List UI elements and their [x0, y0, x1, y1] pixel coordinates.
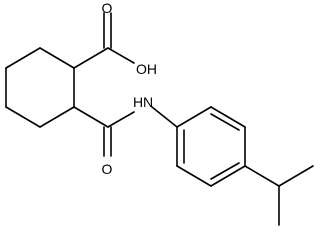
- amide-oxygen-label: O: [102, 161, 113, 177]
- aromatic-bond: [210, 106, 246, 128]
- hydroxyl-label: OH: [136, 61, 157, 77]
- amide-h-label: H: [133, 94, 143, 110]
- amide-n-label: N: [143, 94, 153, 110]
- ring-to-carboxyl-bond: [73, 47, 109, 69]
- aromatic-double-bond: [210, 113, 240, 131]
- benzene-ring: [176, 106, 246, 187]
- amide-group: O H N: [73, 94, 178, 177]
- aromatic-bond: [176, 106, 212, 128]
- ring-bond: [39, 106, 75, 128]
- hydroxyl-bond: [107, 47, 135, 64]
- methyl-bond: [278, 165, 314, 187]
- carbonyl-to-nitrogen-bond: [107, 111, 135, 128]
- ring-bond: [5, 106, 41, 128]
- ring-bond: [39, 47, 75, 69]
- cyclohexane-ring: [5, 47, 75, 128]
- aryl-to-isopropyl-bond: [244, 165, 280, 187]
- carboxylic-acid-group: O OH: [73, 0, 157, 77]
- aromatic-bond: [210, 165, 246, 187]
- isopropyl-group: [244, 165, 314, 226]
- nitrogen-to-aryl-bond: [151, 106, 178, 128]
- chemical-structure-diagram: O OH O H N: [5, 0, 314, 226]
- ring-bond: [5, 47, 41, 69]
- ring-to-amide-bond: [73, 106, 109, 128]
- aromatic-bond: [176, 165, 212, 187]
- carboxyl-oxygen-label: O: [102, 0, 113, 16]
- aromatic-double-bond: [210, 162, 240, 180]
